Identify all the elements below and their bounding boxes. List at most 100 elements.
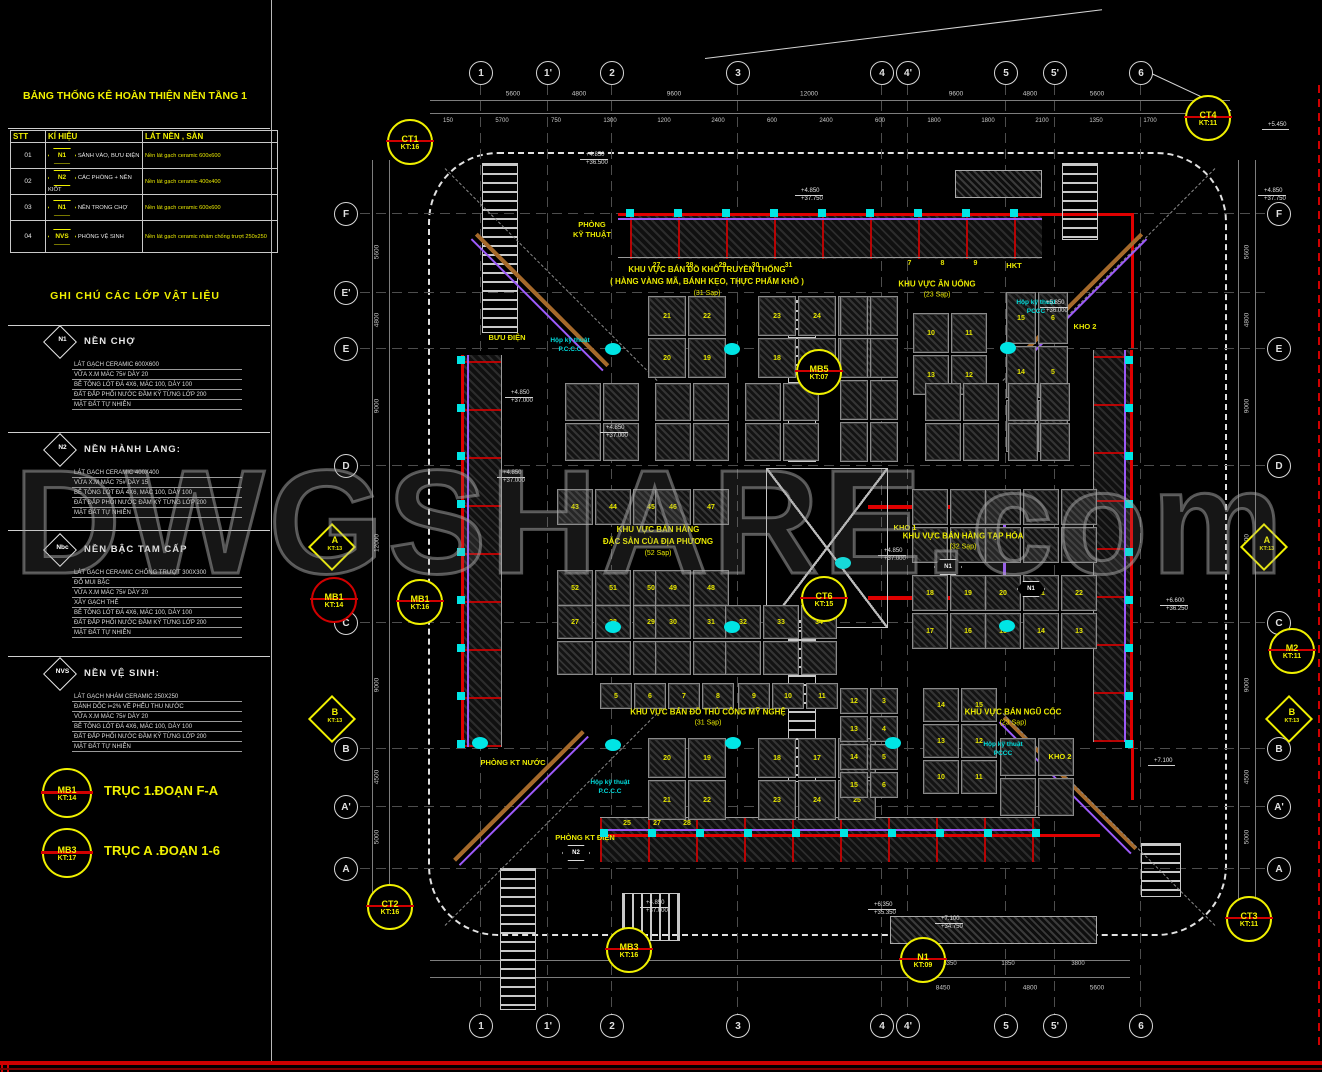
dimension-label: 2400 xyxy=(819,118,833,124)
stall-cell: 51 xyxy=(595,570,631,606)
stall-number: 48 xyxy=(707,584,715,592)
grid-bubble-top: 2 xyxy=(600,61,624,85)
material-layer: VỮA X.M MÁC 75# DÀY 20 xyxy=(72,370,242,380)
grid-line-vertical xyxy=(737,85,738,1015)
stall-cell: 44 xyxy=(595,489,631,525)
grid-bubble-right: D xyxy=(1267,454,1291,478)
dimension-label: 12000 xyxy=(799,90,819,98)
wall-joint-marker xyxy=(696,829,704,837)
stall-number: 12 xyxy=(975,737,983,745)
stall-cluster xyxy=(655,383,729,461)
stall-cell xyxy=(595,641,631,675)
stall-cell: 7 xyxy=(668,683,700,709)
stall-cell: 6 xyxy=(634,683,666,709)
wall-joint-marker xyxy=(1125,356,1133,364)
stall-cell: 20 xyxy=(648,738,686,778)
stall-number: 11 xyxy=(965,329,973,337)
dimension-rail xyxy=(430,100,1230,101)
wall-joint-marker xyxy=(457,740,465,748)
stall-cell xyxy=(1023,489,1059,525)
stall-number: 28 xyxy=(683,820,691,827)
dimension-label: 5000 xyxy=(1243,829,1251,845)
stall-number: 9 xyxy=(973,260,978,267)
stall-cell xyxy=(950,489,986,525)
dimension-label: 4800 xyxy=(1243,312,1251,328)
wall-line xyxy=(1130,350,1133,742)
sheet-border-red-bottom xyxy=(0,1061,1322,1065)
grid-bubble-top: 1' xyxy=(536,61,560,85)
section-ref-label: TRỤC 1.ĐOẠN F-A xyxy=(104,783,219,798)
room-label: PHÒNG KT NƯỚC xyxy=(480,757,546,767)
revision-cloud-line xyxy=(704,9,1103,59)
stall-cell xyxy=(693,383,729,421)
elevation-marker: +5.850+36.000 xyxy=(1040,300,1068,315)
stall-number: 52 xyxy=(571,584,579,592)
floor-type-tag: N2 xyxy=(562,845,590,861)
dimension-label: 4800 xyxy=(571,90,587,98)
wall-line xyxy=(600,829,1040,831)
stall-cell: 14 xyxy=(1023,613,1059,649)
stall-cell: 15 xyxy=(840,772,868,798)
stall-cell: 23 xyxy=(758,780,796,820)
stall-cell xyxy=(565,383,601,421)
stall-number: 27 xyxy=(652,262,661,269)
floor-type-symbol: NVS xyxy=(48,228,76,245)
stall-cell xyxy=(1000,778,1036,816)
grid-node-marker xyxy=(605,739,621,751)
stall-cell xyxy=(693,641,729,675)
stall-cell: 19 xyxy=(950,575,986,611)
stall-number: 30 xyxy=(751,262,760,269)
wall-joint-marker xyxy=(1125,644,1133,652)
stall-cluster xyxy=(745,383,819,461)
stall-number: 24 xyxy=(813,796,821,804)
stall-number: 18 xyxy=(926,589,934,597)
wall-line xyxy=(467,355,469,747)
stall-number: 4 xyxy=(882,725,886,733)
kiosk-band xyxy=(600,818,1040,862)
wall-joint-marker xyxy=(457,500,465,508)
stall-number: 17 xyxy=(926,627,934,635)
dimension-label: 1350 xyxy=(1089,118,1103,124)
zone-label: KHU VỰC BÁN ĐỒ THỦ CÔNG MỸ NGHỆ(31 Sạp) xyxy=(630,707,786,727)
stall-cell: 19 xyxy=(688,338,726,378)
kiosk-band xyxy=(630,215,1042,259)
stall-cell: 17 xyxy=(912,613,948,649)
wall-joint-marker xyxy=(1125,500,1133,508)
stall-cell: 13 xyxy=(923,724,959,758)
stall-cell: 11 xyxy=(806,683,838,709)
stall-number: 10 xyxy=(937,773,945,781)
stall-cell: 24 xyxy=(798,296,836,336)
stall-number: 20 xyxy=(999,589,1007,597)
dimension-label: 2400 xyxy=(711,118,725,124)
stall-cell: 47 xyxy=(693,489,729,525)
material-layer: ĐẤT ĐẮP PHỐI NƯỚC ĐẦM KỸ TỪNG LỚP 200 xyxy=(72,498,242,508)
stall-cell: 22 xyxy=(1061,575,1097,611)
stall-cell xyxy=(912,527,948,563)
stall-cell: 52 xyxy=(557,570,593,606)
wall-joint-marker xyxy=(770,209,778,217)
stall-number: 30 xyxy=(669,618,677,626)
stall-cell xyxy=(763,641,799,675)
wall-joint-marker xyxy=(457,404,465,412)
elevation-marker: +4.850+37.000 xyxy=(878,548,906,563)
stall-number: 13 xyxy=(1075,627,1083,635)
stall-cell: 49 xyxy=(655,570,691,606)
